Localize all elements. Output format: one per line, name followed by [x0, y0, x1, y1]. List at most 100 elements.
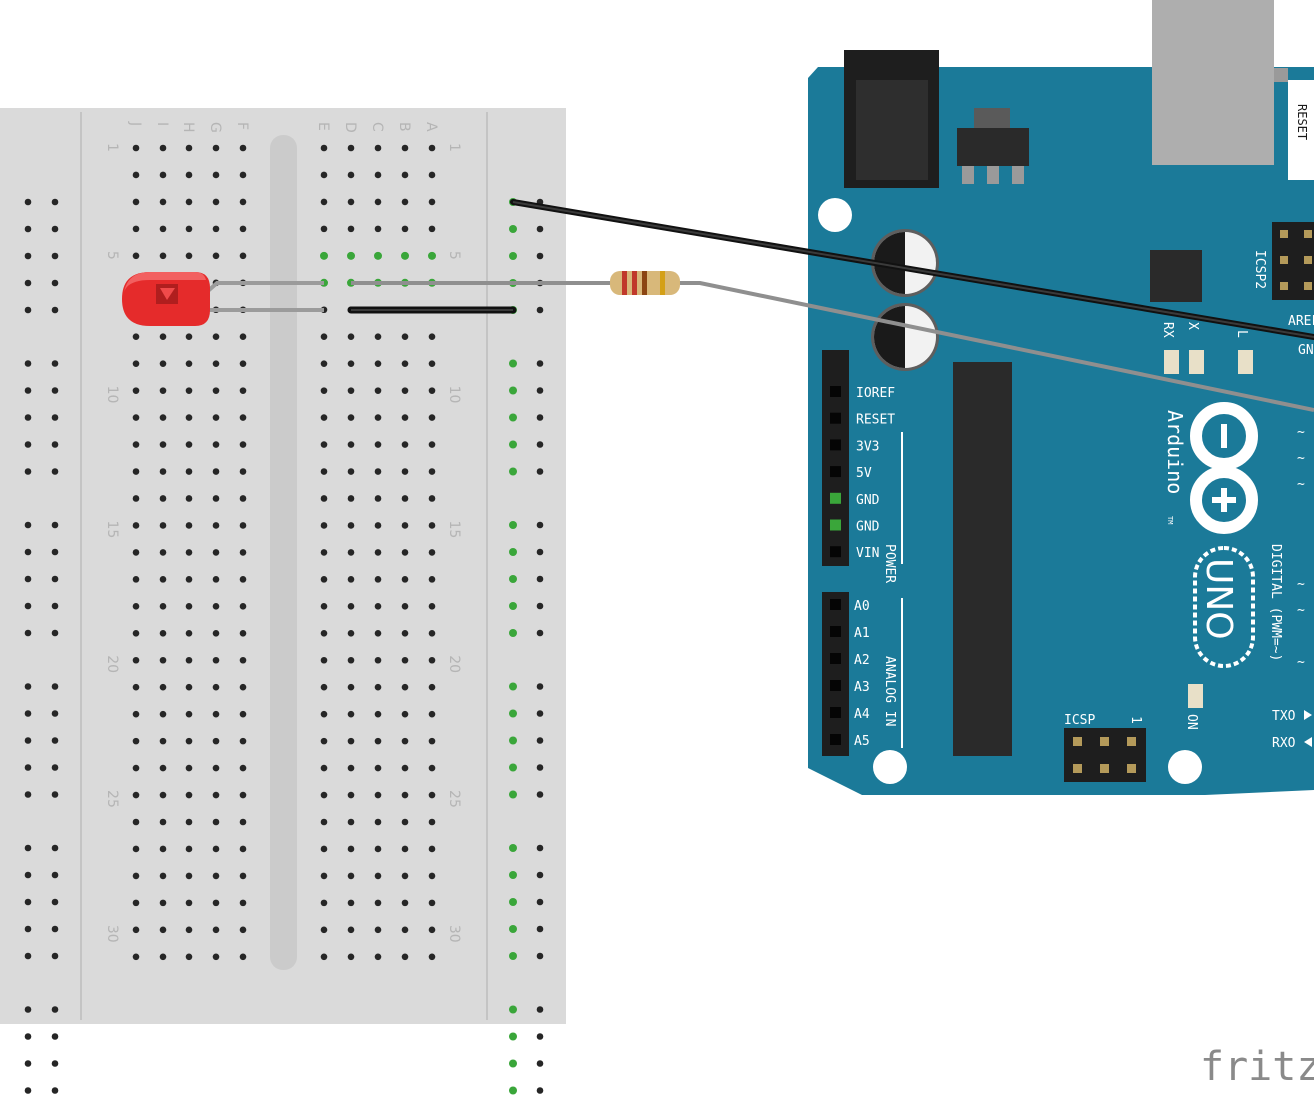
breadboard-hole — [320, 737, 328, 745]
rail-hole — [536, 225, 544, 233]
breadboard-column-label: G — [207, 122, 223, 133]
breadboard-hole — [212, 872, 220, 880]
regulator-pin-1 — [962, 166, 974, 184]
breadboard-hole — [132, 333, 140, 341]
breadboard-hole — [428, 414, 436, 421]
pin-pwm-mark-1: ~ — [1297, 425, 1305, 440]
on-label: ON — [1184, 714, 1199, 730]
breadboard-hole — [401, 872, 409, 880]
breadboard-hole — [159, 764, 167, 772]
breadboard-hole — [159, 495, 167, 502]
breadboard-hole — [132, 926, 140, 934]
rail-hole — [24, 1060, 32, 1067]
analog-pin — [830, 599, 841, 610]
rail-hole — [24, 387, 32, 394]
rail-hole — [51, 1033, 59, 1040]
rail-hole-active — [509, 359, 517, 368]
rail-hole — [51, 225, 59, 233]
breadboard-hole — [347, 225, 355, 233]
breadboard-hole — [320, 144, 328, 152]
breadboard-hole — [401, 845, 409, 853]
breadboard-hole — [347, 710, 355, 718]
breadboard-holes — [24, 144, 544, 1095]
breadboard-center-channel — [270, 135, 297, 970]
rail-hole — [51, 575, 59, 583]
rail-hole — [536, 683, 544, 690]
power-label: POWER — [882, 544, 897, 583]
icsp-pin1-label: 1 — [1128, 716, 1143, 724]
breadboard-hole — [320, 414, 328, 421]
digital-label: DIGITAL (PWM=~) — [1268, 544, 1283, 661]
breadboard-hole — [401, 926, 409, 934]
breadboard-hole — [212, 468, 220, 475]
analog-pin — [830, 734, 841, 745]
regulator-pin-3 — [1012, 166, 1024, 184]
rail-hole — [536, 360, 544, 367]
breadboard-hole — [132, 468, 140, 475]
breadboard-hole — [239, 333, 247, 341]
breadboard-hole — [185, 414, 193, 421]
breadboard-hole — [185, 171, 193, 179]
breadboard-hole — [132, 683, 140, 691]
breadboard-hole — [347, 656, 355, 664]
pin-pwm-mark-2: ~ — [1297, 451, 1305, 466]
breadboard-hole — [428, 899, 436, 907]
aref-gnd-label: GN — [1298, 343, 1314, 358]
rail-hole — [51, 602, 59, 610]
rail-hole-active — [509, 440, 517, 449]
breadboard-hole — [185, 225, 193, 233]
breadboard-hole — [347, 495, 355, 502]
aref-label: AREF — [1288, 314, 1314, 329]
breadboard-hole — [159, 656, 167, 664]
breadboard-hole — [401, 737, 409, 745]
breadboard-hole — [320, 468, 328, 475]
breadboard-hole — [374, 198, 382, 206]
resistor — [610, 271, 680, 295]
breadboard-hole — [132, 360, 140, 367]
breadboard-hole — [428, 791, 436, 799]
breadboard-hole — [185, 522, 193, 529]
power-pin-label: 3V3 — [856, 439, 879, 454]
breadboard-hole — [428, 198, 436, 206]
resistor-band-1 — [622, 271, 627, 295]
breadboard-hole — [374, 656, 382, 664]
breadboard-hole — [239, 360, 247, 367]
pin-pwm-mark-3: ~ — [1297, 477, 1305, 492]
breadboard-hole — [401, 549, 409, 556]
breadboard-hole — [401, 468, 409, 475]
rail-hole — [51, 468, 59, 475]
breadboard-hole — [212, 629, 220, 637]
breadboard-hole — [347, 845, 355, 853]
breadboard-hole — [239, 926, 247, 934]
breadboard-hole — [185, 198, 193, 206]
breadboard-hole — [185, 899, 193, 907]
breadboard-hole — [320, 845, 328, 853]
rail-hole — [51, 306, 59, 314]
breadboard-hole — [374, 764, 382, 772]
breadboard-hole — [159, 441, 167, 448]
rail-hole — [536, 1060, 544, 1067]
breadboard-hole — [347, 468, 355, 475]
breadboard-hole — [239, 522, 247, 529]
rail-hole — [24, 1033, 32, 1040]
regulator-pin-2 — [987, 166, 999, 184]
breadboard-hole — [239, 845, 247, 853]
analog-pin-label: A3 — [854, 680, 870, 695]
breadboard-hole — [132, 387, 140, 394]
breadboard-column-label: C — [369, 122, 385, 132]
breadboard-hole — [159, 144, 167, 152]
breadboard-hole — [132, 953, 140, 961]
power-pin — [830, 439, 841, 451]
breadboard-hole — [132, 791, 140, 799]
breadboard-hole — [401, 251, 409, 260]
breadboard-hole — [347, 764, 355, 772]
power-pin-label: VIN — [856, 546, 879, 561]
breadboard-hole — [159, 603, 167, 610]
breadboard-hole — [401, 953, 409, 961]
breadboard-row-number-left: 15 — [104, 520, 120, 538]
icsp-header — [1064, 728, 1146, 782]
breadboard-row-number-right: 5 — [446, 251, 462, 260]
breadboard-hole — [239, 387, 247, 394]
analog-header — [822, 592, 849, 756]
